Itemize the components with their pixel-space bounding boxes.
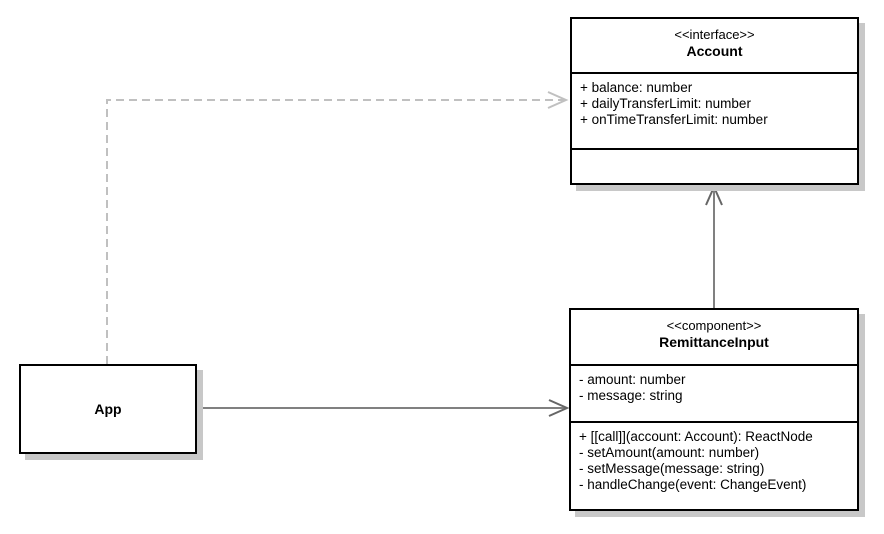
association-app-to-remittance bbox=[197, 399, 570, 417]
account-class-box[interactable]: <<interface>> Account + balance: number … bbox=[570, 17, 859, 185]
method-row: - setMessage(message: string) bbox=[579, 461, 765, 476]
association-arrowhead bbox=[548, 399, 570, 417]
app-name: App bbox=[94, 401, 122, 417]
dependency-app-to-account bbox=[106, 91, 569, 364]
dependency-line bbox=[106, 99, 566, 364]
account-name: Account bbox=[686, 43, 743, 59]
attribute-row: + dailyTransferLimit: number bbox=[580, 96, 751, 111]
method-row: - setAmount(amount: number) bbox=[579, 445, 760, 460]
remittance-name: RemittanceInput bbox=[659, 334, 769, 350]
remittance-input-class-box[interactable]: <<component>> RemittanceInput - amount: … bbox=[569, 308, 859, 511]
app-class-box[interactable]: App bbox=[19, 364, 197, 454]
account-attributes: + balance: number + dailyTransferLimit: … bbox=[572, 74, 857, 150]
attribute-row: - amount: number bbox=[579, 372, 686, 387]
association-arrowhead bbox=[705, 184, 723, 206]
account-header: <<interface>> Account bbox=[572, 19, 857, 74]
association-remittance-to-account bbox=[705, 184, 723, 308]
method-row: - handleChange(event: ChangeEvent) bbox=[579, 477, 807, 492]
account-stereotype: <<interface>> bbox=[674, 27, 755, 42]
remittance-header: <<component>> RemittanceInput bbox=[571, 310, 857, 366]
remittance-attributes: - amount: number - message: string bbox=[571, 366, 857, 423]
attribute-row: + onTimeTransferLimit: number bbox=[580, 112, 768, 127]
method-row: + [[call]](account: Account): ReactNode bbox=[579, 429, 813, 444]
attribute-row: + balance: number bbox=[580, 80, 693, 95]
dependency-arrowhead bbox=[547, 91, 569, 109]
remittance-methods: + [[call]](account: Account): ReactNode … bbox=[571, 423, 857, 498]
remittance-stereotype: <<component>> bbox=[666, 318, 762, 333]
attribute-row: - message: string bbox=[579, 388, 683, 403]
account-methods bbox=[572, 150, 857, 161]
